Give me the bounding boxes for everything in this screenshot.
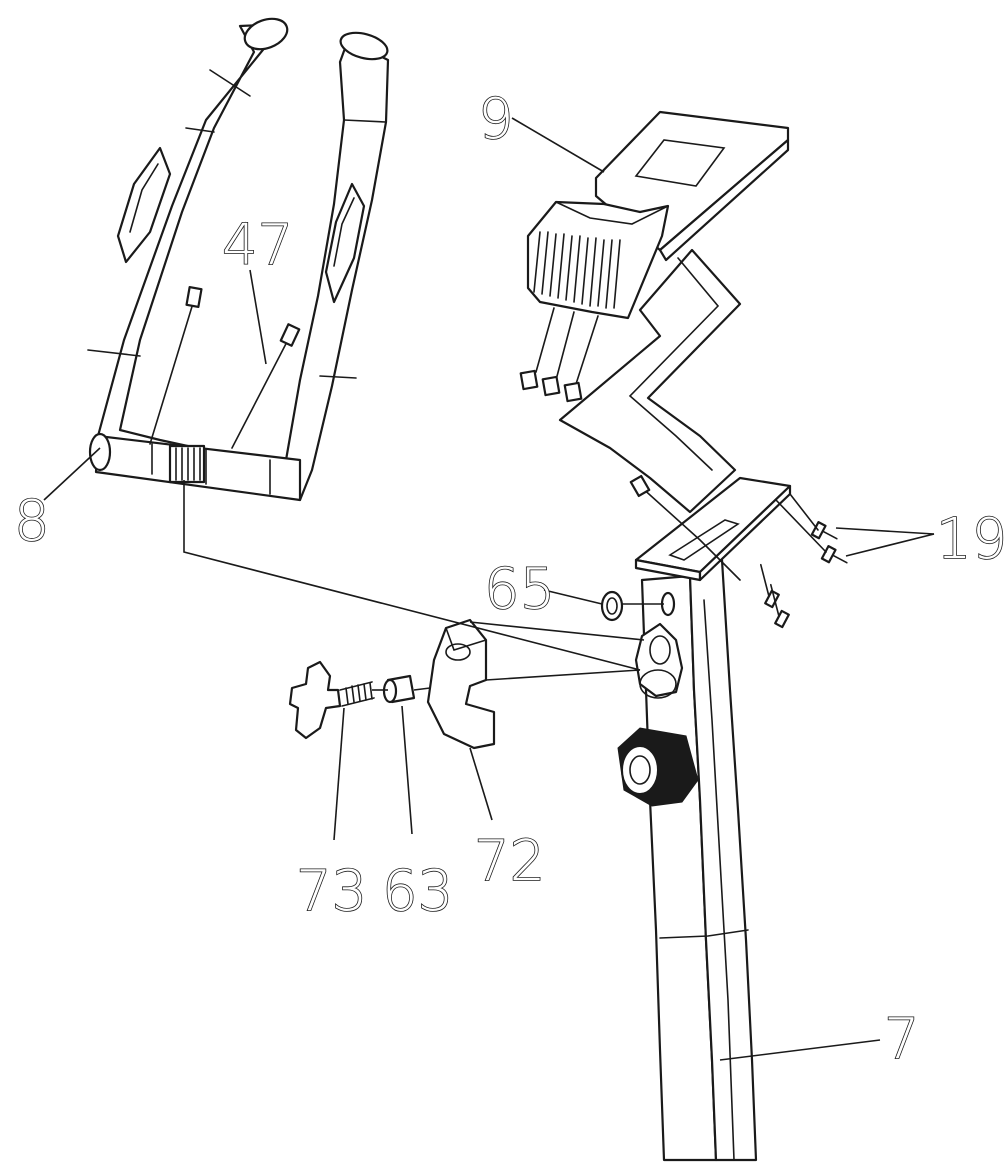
leader-7 xyxy=(719,1039,881,1061)
post-bracket xyxy=(634,622,684,699)
callout-19: 19 xyxy=(936,507,1007,572)
leader-47 xyxy=(249,269,267,365)
callout-labels: 9 47 8 19 65 73 63 72 7 xyxy=(13,86,1007,1073)
leader-73 xyxy=(333,707,345,841)
leader-63 xyxy=(401,705,413,835)
callout-65: 65 xyxy=(484,557,555,622)
plug-part-65 xyxy=(600,590,624,622)
bushing-part-63 xyxy=(382,674,416,704)
adjustment-knob xyxy=(617,727,699,807)
callout-7: 7 xyxy=(884,1007,920,1072)
callout-73: 73 xyxy=(296,859,367,924)
t-knob-part-73 xyxy=(288,660,375,740)
handlebar-part-8 xyxy=(87,17,390,502)
callout-63: 63 xyxy=(382,859,453,924)
leader-65 xyxy=(543,589,603,605)
leader-8 xyxy=(43,447,101,501)
console-part-9 xyxy=(519,110,790,581)
clamp-part-72 xyxy=(426,618,496,750)
pulse-wires-part-47 xyxy=(149,285,301,449)
callout-72: 72 xyxy=(474,829,545,894)
upright-post-part-7 xyxy=(634,476,792,1162)
leader-19a xyxy=(835,527,935,535)
leader-9 xyxy=(511,117,605,173)
callout-47: 47 xyxy=(222,213,293,278)
assembly-lines xyxy=(183,480,645,691)
callout-9: 9 xyxy=(478,87,514,152)
leader-19b xyxy=(845,533,935,557)
leader-72 xyxy=(469,747,493,821)
callout-8: 8 xyxy=(14,489,50,554)
screws-part-19 xyxy=(759,493,848,629)
leader-lines xyxy=(43,117,935,1061)
